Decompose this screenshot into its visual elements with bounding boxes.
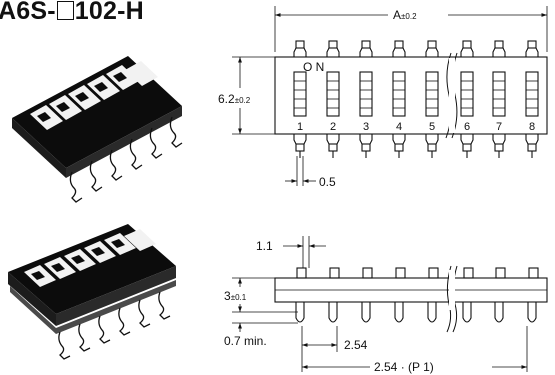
bottom-pin: [425, 134, 439, 158]
top-view-labels: A±0.2 6.2±0.2 O N 1 2 3 4 5 6 7 8 0.5: [218, 8, 535, 189]
pin-number-labels: 1 2 3 4 5 6 7 8: [297, 121, 535, 133]
side-actuator: [495, 267, 506, 279]
switch-slot: [425, 71, 439, 117]
top-pin: [525, 40, 539, 58]
pin-number: 8: [529, 121, 535, 133]
model-number-blank-box: [56, 1, 74, 20]
bottom-pin: [293, 134, 307, 158]
top-pin: [392, 40, 406, 58]
pitch-label: 2.54: [344, 338, 368, 352]
top-pin: [293, 40, 307, 58]
pin-number: 3: [363, 121, 369, 133]
side-lead: [394, 302, 404, 323]
lead-width-label: 1.1: [256, 239, 273, 253]
pin-number: 7: [496, 121, 502, 133]
side-lead: [328, 302, 338, 323]
bottom-pin: [492, 134, 506, 158]
bottom-pin: [392, 134, 406, 158]
side-actuator: [362, 267, 373, 279]
side-actuator: [428, 267, 439, 279]
on-label: O N: [303, 60, 324, 74]
min-height-label: 0.7 min.: [224, 334, 267, 348]
part-number-title: A6S- 102-H: [0, 0, 144, 26]
dimension-a-label: A±0.2: [393, 8, 417, 22]
top-view-drawing: [232, 6, 548, 186]
top-pin: [359, 40, 373, 58]
pin-number: 6: [464, 121, 470, 133]
side-actuator: [296, 267, 307, 279]
title-suffix: 102-H: [74, 0, 144, 25]
pin-width-label: 0.5: [319, 175, 336, 189]
side-actuator: [329, 267, 340, 279]
side-lead: [295, 302, 305, 323]
pin-number: 5: [429, 121, 435, 133]
pin-number: 4: [396, 121, 402, 133]
side-lead: [462, 302, 472, 323]
switch-slot: [293, 71, 307, 117]
bottom-pin: [326, 134, 340, 158]
switch-slot: [359, 71, 373, 117]
side-actuator: [395, 267, 406, 279]
total-pitch-label: 2.54 · (P 1): [374, 360, 434, 374]
side-lead: [527, 302, 537, 323]
side-height-label: 3±0.1: [224, 289, 247, 303]
top-pin: [460, 40, 474, 58]
bottom-pin: [525, 134, 539, 158]
top-pin: [425, 40, 439, 58]
side-lead: [494, 302, 504, 323]
side-lead: [427, 302, 437, 323]
switch-slot: [326, 71, 340, 117]
bottom-pin: [359, 134, 373, 158]
side-actuator: [528, 267, 539, 279]
side-actuator: [463, 267, 474, 279]
side-view-drawing: [232, 236, 548, 372]
pin-number: 1: [297, 121, 303, 133]
switch-perspective-illustration-2: [8, 224, 176, 360]
switch-slot: [460, 71, 474, 117]
dimension-height-label: 6.2±0.2: [218, 92, 251, 106]
switch-perspective-illustration-1: [12, 56, 183, 203]
pin-number: 2: [330, 121, 336, 133]
bottom-pin: [460, 134, 474, 158]
switch-slot: [492, 71, 506, 117]
side-view-labels: 1.1 3±0.1 0.7 min. 2.54 2.54 · (P 1): [224, 239, 434, 374]
title-prefix: A6S-: [0, 0, 56, 25]
side-lead: [361, 302, 371, 323]
top-pin: [326, 40, 340, 58]
top-pin: [492, 40, 506, 58]
switch-slot: [525, 71, 539, 117]
switch-slot: [392, 71, 406, 117]
